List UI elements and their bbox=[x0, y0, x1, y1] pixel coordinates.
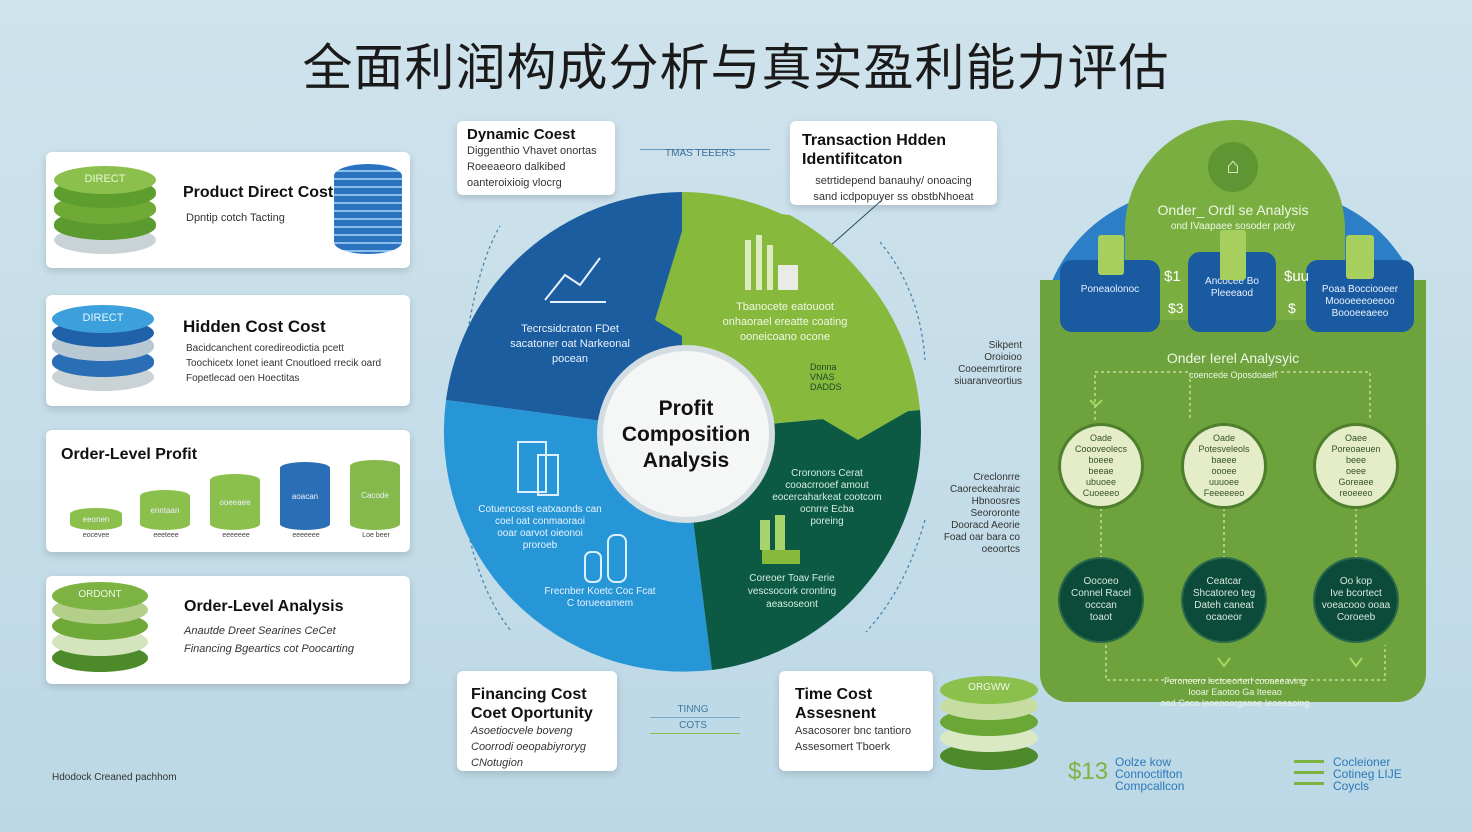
card-title: Product Direct Cost bbox=[183, 184, 334, 201]
panel-top-title: Onder_ Ordl se Analysis bbox=[1157, 202, 1309, 218]
cylinder-bar: ooeeaee bbox=[210, 474, 260, 530]
panel-mid-title: Onder Ierel Analysyic bbox=[1166, 350, 1300, 366]
green-coin-stack-icon: DIRECT bbox=[54, 166, 156, 254]
coin-stack-icon bbox=[584, 534, 627, 583]
page-title: 全面利润构成分析与真实盈利能力评估 bbox=[302, 39, 1170, 97]
card-order-level-analysis: ORDONT Order-Level Analysis Anautde Dree… bbox=[46, 576, 410, 684]
blue-coin-stack-icon bbox=[334, 164, 402, 254]
green-coin-stack-icon: ORDONT bbox=[52, 582, 148, 674]
chart-growth-icon bbox=[544, 257, 606, 303]
dashed-arrow bbox=[879, 241, 926, 361]
card-title: Hidden Cost Cost bbox=[183, 317, 326, 336]
document-icon bbox=[1220, 230, 1246, 280]
connector-line bbox=[640, 149, 770, 150]
flow-connectors bbox=[1089, 371, 1386, 681]
dollar-legend-icon: $13 bbox=[1068, 758, 1109, 785]
cylinder-bar: eeonen bbox=[70, 508, 122, 530]
bar-caption: eeeeeee bbox=[222, 532, 250, 539]
bar-caption: eocevee bbox=[82, 532, 110, 539]
document-icon bbox=[1098, 235, 1124, 275]
card-order-level-profit: Order-Level Profit eeonen eocevee enntaan e… bbox=[46, 430, 410, 552]
cylinder-bar: Cacode bbox=[350, 460, 400, 530]
building-icon bbox=[517, 441, 559, 496]
panel-mid-subtitle: coencede Oposdoaeh bbox=[1188, 370, 1278, 380]
callout-financing-cost: Financing Cost Coet Oportunity Asoetiocv… bbox=[457, 671, 617, 771]
card-text: Dpntip cotch Tacting bbox=[186, 212, 285, 224]
document-icon bbox=[1346, 235, 1374, 279]
lines-icon bbox=[1294, 760, 1324, 786]
card-hidden-cost: DIRECT Hidden Cost Cost Bacidcanchent co… bbox=[46, 295, 410, 406]
right-panel: ⌂ Onder_ Ordl se Analysis ond IVaapaee s… bbox=[1040, 120, 1426, 708]
dashed-arrow bbox=[865, 519, 926, 633]
card-product-direct-cost: DIRECT Product Direct Cost Dpntip cotch … bbox=[46, 152, 410, 268]
center-circle bbox=[597, 345, 775, 523]
bar-caption: Loe beer bbox=[362, 532, 390, 539]
callout-time-cost: Time Cost Assesnent Asacosorer bnc tanti… bbox=[779, 671, 933, 771]
cylinder-bar: aoacan bbox=[280, 462, 330, 530]
double-arrow-icon bbox=[650, 733, 740, 734]
pointer-line bbox=[829, 199, 883, 247]
dollar-icon: $ bbox=[1288, 300, 1296, 316]
cylinder-bar: enntaan bbox=[140, 490, 190, 530]
callout-transaction-hidden: Transaction Hdden Identifitcaton setrtid… bbox=[790, 121, 997, 205]
segment-top-right-arrow bbox=[655, 205, 910, 440]
bank-icon: ⌂ bbox=[1208, 142, 1258, 192]
dashed-arrow bbox=[467, 225, 501, 331]
dollar-icon: $3 bbox=[1168, 300, 1184, 316]
panel-top-subtitle: ond IVaapaee sosoder pody bbox=[1170, 221, 1296, 232]
card-title: Order-Level Profit bbox=[61, 446, 198, 463]
card-title: Order-Level Analysis bbox=[184, 598, 344, 615]
bar-caption: eeeteee bbox=[153, 532, 179, 539]
green-coin-stack-icon: ORGWW bbox=[940, 676, 1038, 772]
footnote: Hdodock Creaned pachhom bbox=[52, 772, 177, 783]
divider bbox=[650, 717, 740, 718]
bar-caption: eeeeeee bbox=[292, 532, 320, 539]
tag-label: TMAS TEEERS bbox=[665, 148, 736, 159]
blue-coin-stack-icon: DIRECT bbox=[52, 305, 154, 393]
dollar-icon: $1 bbox=[1164, 268, 1181, 285]
dollar-icon: $uu bbox=[1284, 268, 1310, 285]
dashed-arrow bbox=[469, 539, 513, 633]
money-stack-icon bbox=[760, 515, 800, 564]
bar-chart-icon bbox=[745, 235, 798, 290]
